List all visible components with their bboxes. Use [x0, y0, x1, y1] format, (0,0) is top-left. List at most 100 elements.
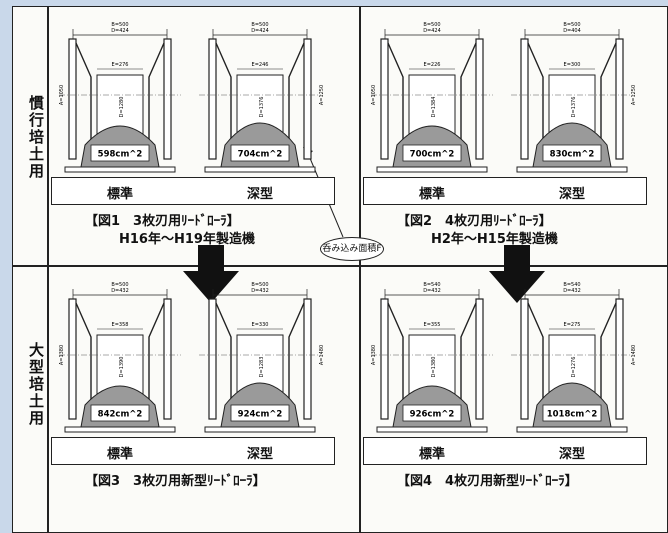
wall-left: [215, 302, 232, 402]
area-label: 700cm^2: [410, 150, 455, 160]
area-label-box: [542, 404, 602, 422]
roller-left: [208, 38, 217, 160]
dim-label-side: A=1050: [59, 85, 65, 105]
wall-left: [387, 42, 404, 142]
wall-right: [288, 302, 305, 402]
base-plate: [516, 166, 628, 173]
dim-label-height: D=1376: [571, 97, 577, 118]
base-band: [51, 437, 335, 465]
area-label-box: [90, 404, 150, 422]
figure-caption: 【図3 3枚刃用新型ﾘｰﾄﾞﾛｰﾗ】: [85, 474, 266, 489]
roller-right: [303, 38, 312, 160]
dim-label-mid: E=355: [424, 322, 441, 328]
dim-label-side: A=1050: [371, 85, 377, 105]
roller-right: [303, 298, 312, 420]
dim-label-height: D=1390: [119, 357, 125, 378]
left-column-divider: [47, 7, 49, 532]
wall-right: [148, 42, 165, 142]
wall-right: [288, 42, 305, 142]
roller-left: [520, 298, 529, 420]
inner-box: [408, 74, 456, 136]
area-label-box: [90, 144, 150, 162]
dim-label-mid: E=276: [112, 62, 129, 68]
base-band: [363, 177, 647, 205]
dim-label-mid: E=246: [252, 62, 269, 68]
dim-label-height: D=1283: [259, 357, 265, 378]
dim-label-mid: E=330: [252, 322, 269, 328]
type-label-deep: 深型: [247, 187, 274, 202]
wall-right: [600, 302, 617, 402]
wall-right: [460, 302, 477, 402]
area-label-box: [542, 144, 602, 162]
type-label-standard: 標準: [107, 447, 134, 462]
base-plate: [204, 426, 316, 433]
wall-right: [460, 42, 477, 142]
area-label-box: [402, 404, 462, 422]
down-arrow-left: [183, 245, 239, 303]
roller-right: [163, 298, 172, 420]
down-arrow-right: [489, 245, 545, 303]
type-label-deep: 深型: [247, 447, 274, 462]
dim-label-side: A=1480: [319, 345, 325, 365]
area-label: 924cm^2: [238, 410, 283, 420]
roller-right: [615, 298, 624, 420]
dim-label-side: A=1480: [631, 345, 637, 365]
wall-left: [75, 302, 92, 402]
area-label: 830cm^2: [550, 150, 595, 160]
dim-label-height: D=1276: [571, 357, 577, 378]
roller-right: [163, 38, 172, 160]
area-label: 926cm^2: [410, 410, 455, 420]
inner-box: [96, 74, 144, 136]
roller-right: [475, 38, 484, 160]
dim-label-height: D=1376: [259, 97, 265, 118]
roller-right: [615, 38, 624, 160]
roller-left: [68, 38, 77, 160]
base-plate: [64, 166, 176, 173]
dim-label-mid: E=226: [424, 62, 441, 68]
type-label-deep: 深型: [559, 187, 586, 202]
row-divider: [13, 265, 667, 267]
area-label: 704cm^2: [238, 150, 283, 160]
row-label-conventional: 慣行培土用: [27, 95, 45, 180]
wall-right: [148, 302, 165, 402]
dim-label-mid: E=300: [564, 62, 581, 68]
roller-left: [68, 298, 77, 420]
dim-label-height: D=1384: [431, 97, 437, 118]
roller-left: [520, 38, 529, 160]
base-plate: [64, 426, 176, 433]
figure-subcaption: H2年～H15年製造機: [431, 232, 558, 247]
type-label-standard: 標準: [107, 187, 134, 202]
base-band: [363, 437, 647, 465]
area-label-box: [230, 144, 290, 162]
base-band: [51, 177, 335, 205]
figure-caption: 【図4 4枚刃用新型ﾘｰﾄﾞﾛｰﾗ】: [397, 474, 578, 489]
area-label-box: [230, 404, 290, 422]
dim-label-side: A=1380: [371, 345, 377, 365]
wall-left: [75, 42, 92, 142]
dim-label-mid: E=358: [112, 322, 129, 328]
base-plate: [376, 166, 488, 173]
base-plate: [204, 166, 316, 173]
dim-label-side: A=1250: [631, 85, 637, 105]
type-label-deep: 深型: [559, 447, 586, 462]
figure-subcaption: H16年～H19年製造機: [119, 232, 255, 247]
base-plate: [376, 426, 488, 433]
type-label-standard: 標準: [419, 187, 446, 202]
